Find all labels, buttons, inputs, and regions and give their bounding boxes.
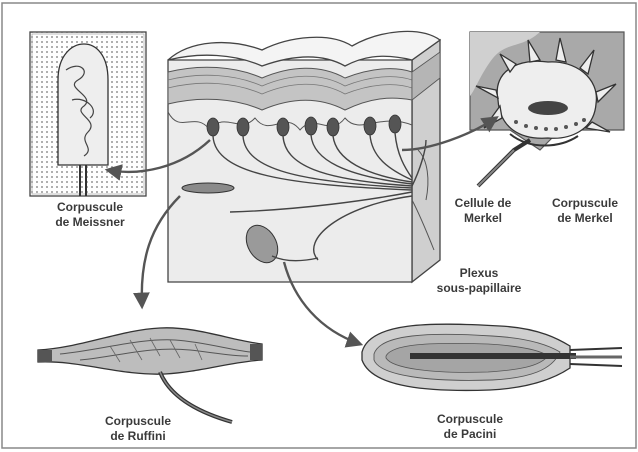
label-merkel-cell-line2: Merkel: [448, 211, 518, 226]
label-ruffini: Corpuscule de Ruffini: [88, 414, 188, 444]
ruffini-detail: [38, 328, 262, 422]
label-meissner-line1: Corpuscule: [40, 200, 140, 215]
label-plexus-line2: sous-papillaire: [424, 281, 534, 296]
label-ruffini-line2: de Ruffini: [88, 429, 188, 444]
label-merkel-cell-line1: Cellule de: [448, 196, 518, 211]
label-pacini-line1: Corpuscule: [420, 412, 520, 427]
label-meissner: Corpuscule de Meissner: [40, 200, 140, 230]
label-plexus-line1: Plexus: [424, 266, 534, 281]
label-merkel-corpuscle-line2: de Merkel: [540, 211, 630, 226]
label-pacini-line2: de Pacini: [420, 427, 520, 442]
label-merkel-corpuscle: Corpuscule de Merkel: [540, 196, 630, 226]
label-merkel-corpuscle-line1: Corpuscule: [540, 196, 630, 211]
label-meissner-line2: de Meissner: [40, 215, 140, 230]
merkel-inset: [470, 32, 624, 186]
pacini-detail: [362, 324, 622, 390]
label-pacini: Corpuscule de Pacini: [420, 412, 520, 442]
label-merkel-cell: Cellule de Merkel: [448, 196, 518, 226]
label-ruffini-line1: Corpuscule: [88, 414, 188, 429]
label-plexus: Plexus sous-papillaire: [424, 266, 534, 296]
skin-block: [168, 31, 440, 282]
